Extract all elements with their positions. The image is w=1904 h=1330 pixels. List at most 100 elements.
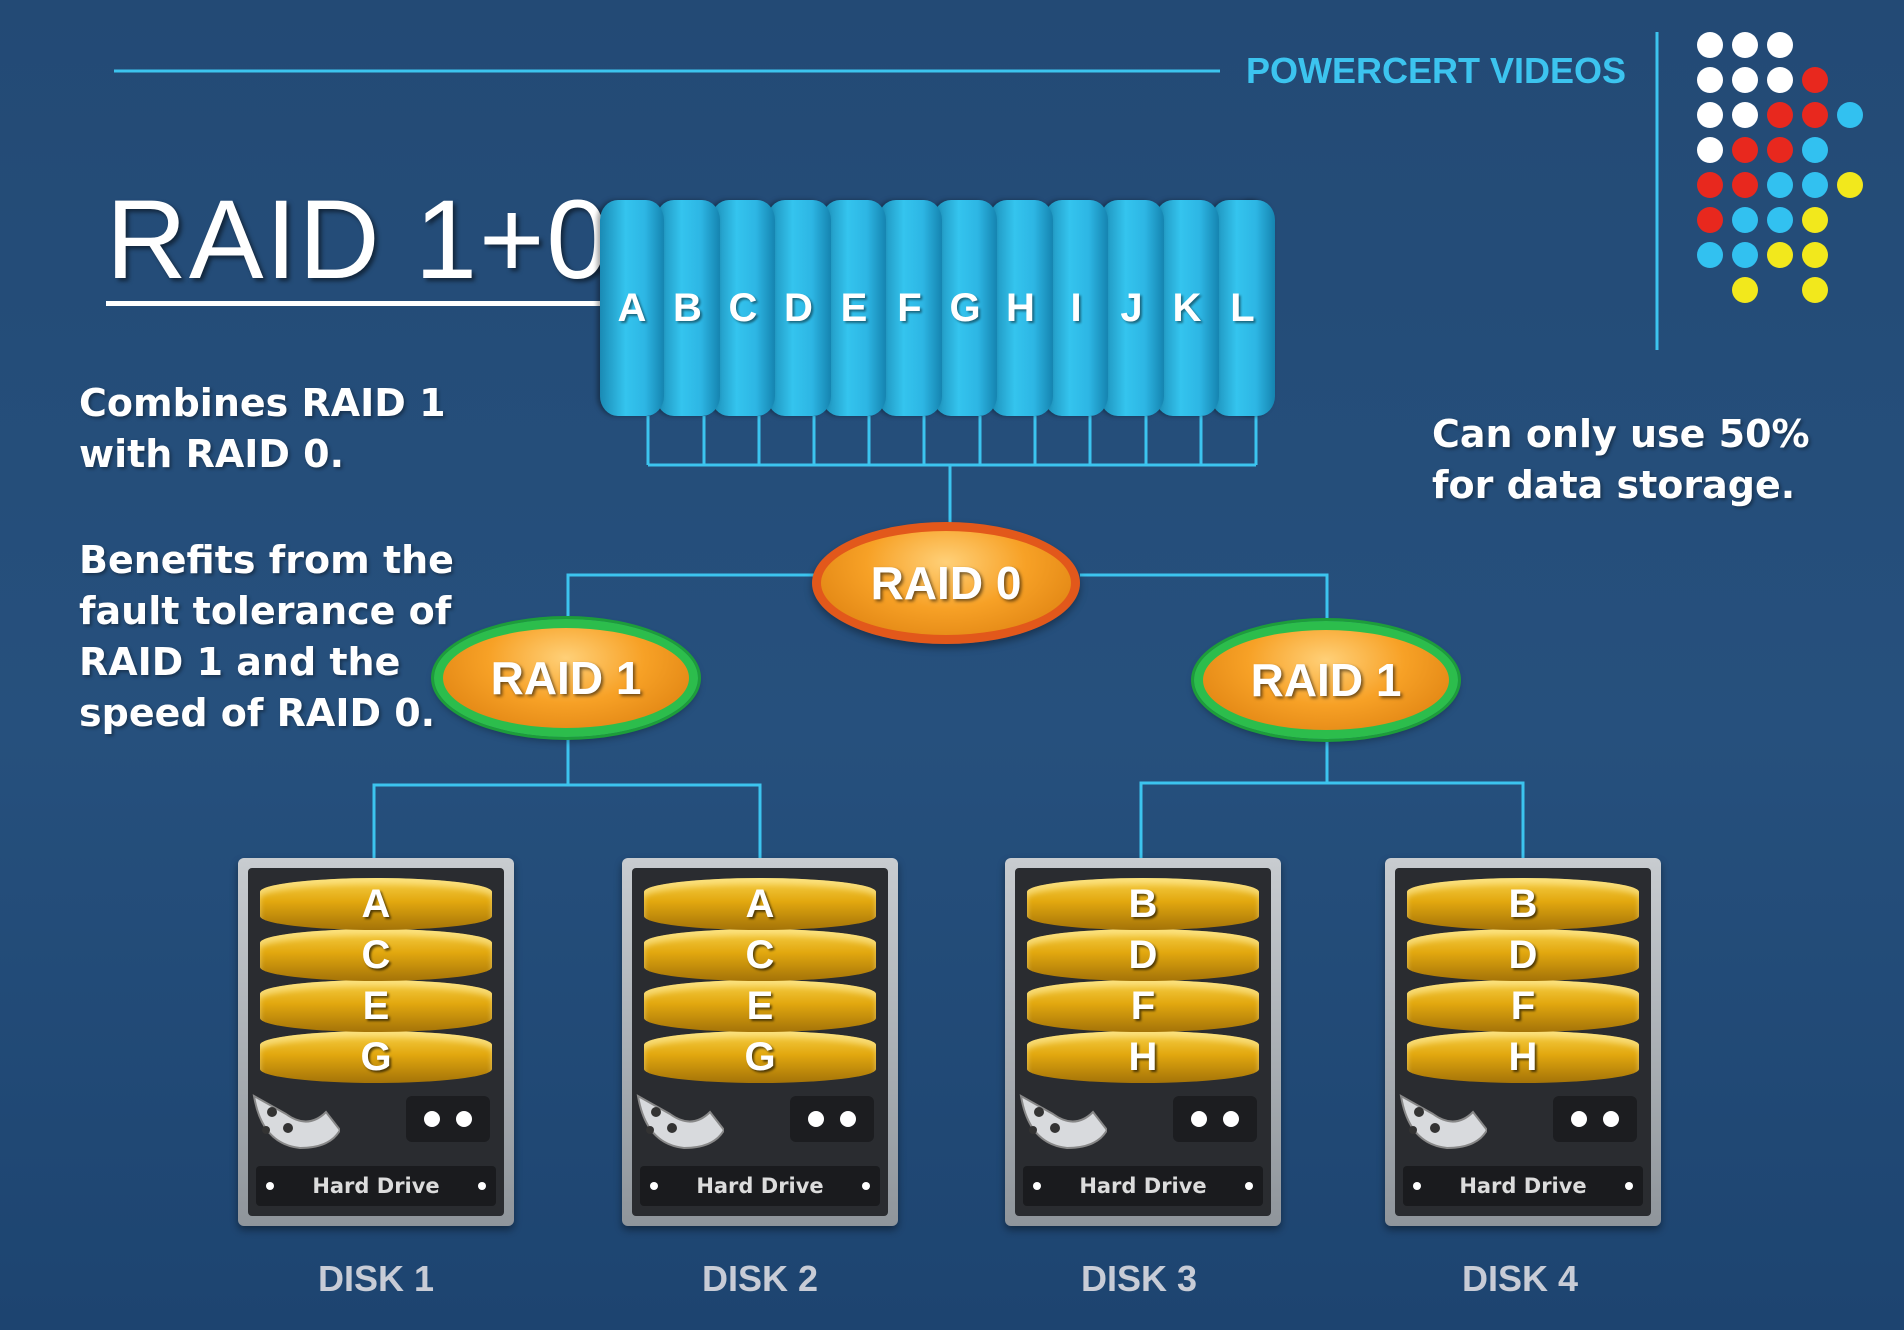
raid1-left-branches <box>372 738 762 862</box>
status-led-panel <box>406 1096 490 1142</box>
description-para-1: Combines RAID 1 with RAID 0. <box>79 378 446 480</box>
decor-dot <box>1697 137 1723 163</box>
decor-dot <box>1732 207 1758 233</box>
decor-dot <box>1697 207 1723 233</box>
decor-dot <box>1697 32 1723 58</box>
description-para-2: Benefits from the fault tolerance of RAI… <box>79 535 454 739</box>
drive-label-plate: Hard Drive <box>256 1166 496 1206</box>
platter-block: G <box>260 1031 492 1083</box>
slide-title: RAID 1+0 <box>106 178 611 307</box>
storage-note-line: for data storage. <box>1432 463 1796 507</box>
platter-block: F <box>1027 980 1259 1032</box>
description-line: Combines RAID 1 <box>79 381 446 425</box>
disk-label: DISK 2 <box>701 1258 819 1299</box>
description-line: RAID 1 and the <box>79 640 401 684</box>
actuator-arm-icon <box>1019 1094 1107 1150</box>
drive-caption: Hard Drive <box>1079 1174 1207 1198</box>
decor-dot <box>1837 172 1863 198</box>
decor-dot <box>1697 102 1723 128</box>
data-block: H <box>988 200 1053 416</box>
data-block: B <box>655 200 720 416</box>
decor-dot <box>1837 102 1863 128</box>
disk-label: DISK 4 <box>1461 1258 1579 1299</box>
status-led-icon <box>808 1111 824 1127</box>
drive-caption: Hard Drive <box>312 1174 440 1198</box>
screw-icon <box>650 1182 658 1190</box>
decor-dot <box>1767 67 1793 93</box>
screw-icon <box>478 1182 486 1190</box>
platter-block: C <box>644 929 876 981</box>
platter-block: G <box>644 1031 876 1083</box>
drive-caption: Hard Drive <box>1459 1174 1587 1198</box>
decor-dot <box>1732 172 1758 198</box>
drive-label-plate: Hard Drive <box>1023 1166 1263 1206</box>
data-block: L <box>1210 200 1275 416</box>
status-led-panel <box>1553 1096 1637 1142</box>
data-block: G <box>933 200 997 416</box>
decor-dot <box>1767 32 1793 58</box>
data-block: E <box>822 200 886 416</box>
platter-block: E <box>644 980 876 1032</box>
storage-note: Can only use 50% for data storage. <box>1432 409 1810 511</box>
disk-label: DISK 3 <box>1080 1258 1198 1299</box>
platter-block: F <box>1407 980 1639 1032</box>
drive-label-plate: Hard Drive <box>1403 1166 1643 1206</box>
decor-dot <box>1802 172 1828 198</box>
actuator-arm-icon <box>1399 1094 1487 1150</box>
status-led-icon <box>840 1111 856 1127</box>
platter-block: E <box>260 980 492 1032</box>
decor-dot <box>1767 102 1793 128</box>
decor-dot <box>1697 172 1723 198</box>
platter-block: B <box>1407 878 1639 930</box>
screw-icon <box>862 1182 870 1190</box>
decorative-dot-grid <box>1697 32 1877 312</box>
decor-dot <box>1802 102 1828 128</box>
screw-icon <box>266 1182 274 1190</box>
decor-dot <box>1767 242 1793 268</box>
status-led-panel <box>790 1096 874 1142</box>
decor-dot <box>1732 67 1758 93</box>
platter-block: D <box>1027 929 1259 981</box>
data-block: K <box>1155 200 1219 416</box>
description-line: Benefits from the <box>79 538 454 582</box>
platter-block: C <box>260 929 492 981</box>
decor-dot <box>1732 102 1758 128</box>
platter-block: D <box>1407 929 1639 981</box>
raid1-right-node: RAID 1 <box>1194 621 1458 739</box>
status-led-panel <box>1173 1096 1257 1142</box>
platter-block: B <box>1027 878 1259 930</box>
status-led-icon <box>424 1111 440 1127</box>
raid1-right-branches <box>1139 738 1525 862</box>
description-line: with RAID 0. <box>79 432 345 476</box>
actuator-arm-icon <box>252 1094 340 1150</box>
screw-icon <box>1625 1182 1633 1190</box>
data-block: I <box>1044 200 1108 416</box>
platter-block: A <box>260 878 492 930</box>
decor-dot <box>1802 67 1828 93</box>
raid0-branches <box>566 573 1329 620</box>
decor-dot <box>1732 137 1758 163</box>
disk-label: DISK 1 <box>317 1258 435 1299</box>
platter-block: H <box>1027 1031 1259 1083</box>
decor-dot <box>1732 242 1758 268</box>
decor-dot <box>1802 242 1828 268</box>
status-led-icon <box>1191 1111 1207 1127</box>
decor-dot <box>1697 242 1723 268</box>
data-block: C <box>711 200 775 416</box>
status-led-icon <box>1571 1111 1587 1127</box>
status-led-icon <box>1223 1111 1239 1127</box>
data-block: F <box>877 200 942 416</box>
screw-icon <box>1033 1182 1041 1190</box>
decor-dot <box>1732 32 1758 58</box>
decor-dot <box>1697 67 1723 93</box>
raid0-node: RAID 0 <box>812 522 1080 644</box>
data-block: J <box>1099 200 1164 416</box>
storage-note-line: Can only use 50% <box>1432 412 1810 456</box>
